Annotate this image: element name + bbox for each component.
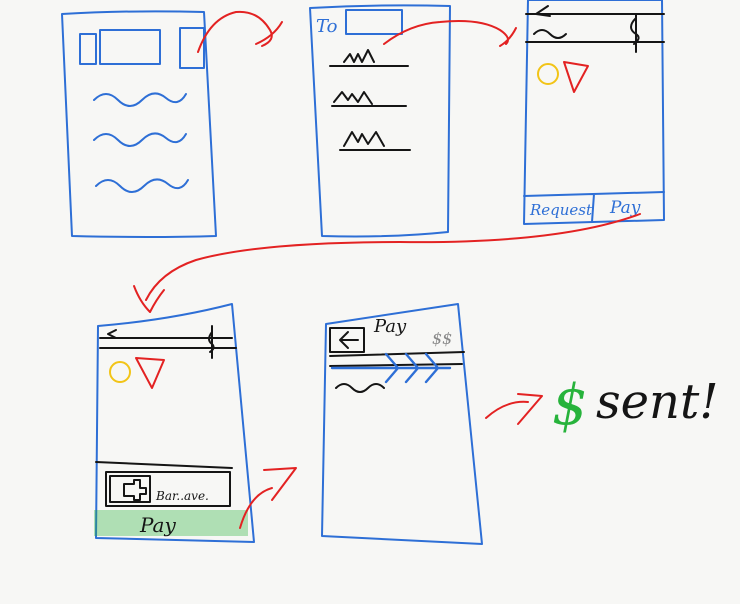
contact-row[interactable]	[329, 49, 409, 67]
recipient-name	[335, 383, 385, 393]
conversation-header	[525, 13, 665, 43]
conversation-header	[99, 337, 237, 349]
back-button[interactable]	[329, 327, 365, 353]
screen-pay-frame	[321, 303, 483, 545]
card-image	[109, 475, 151, 503]
pizza-icon	[563, 61, 589, 93]
amount-label: $$	[432, 329, 452, 348]
back-arrow-icon	[339, 331, 359, 349]
to-label: To	[316, 16, 338, 37]
home-left-button[interactable]	[79, 33, 97, 65]
screen-conversation-frame	[523, 0, 665, 225]
request-button[interactable]: Request	[529, 201, 593, 219]
card-label: Bar..ave.	[155, 489, 209, 503]
flow-arrow	[383, 20, 517, 47]
progress-arrows	[330, 352, 452, 384]
contact-row[interactable]	[339, 131, 411, 151]
pay-bar[interactable]	[94, 510, 248, 536]
avatar-icon	[537, 63, 559, 85]
recipient-search-input[interactable]	[345, 9, 403, 35]
screen-conversation-pay: Bar..ave. Pay	[94, 303, 255, 543]
payment-card[interactable]	[105, 471, 231, 507]
flow-arrow	[197, 10, 283, 53]
header-divider	[329, 351, 465, 367]
screen-conversation-pay-frame	[95, 303, 255, 543]
flow-arrow	[485, 393, 543, 425]
screen-conversation: Request Pay	[523, 0, 665, 225]
screen-pay: Pay $$	[321, 303, 483, 545]
screen-home	[61, 10, 217, 238]
action-bar	[523, 191, 665, 223]
pay-title: Pay	[373, 316, 407, 337]
screen-recipient: To	[309, 4, 451, 238]
result: $ sent!	[552, 373, 719, 438]
contact-row[interactable]	[331, 91, 407, 107]
pay-button[interactable]: Pay	[609, 198, 641, 218]
pay-bar-label: Pay	[139, 513, 176, 537]
plus-icon	[123, 479, 147, 501]
home-list-item[interactable]	[93, 132, 187, 147]
home-list-item[interactable]	[95, 178, 189, 193]
home-center-card[interactable]	[99, 29, 161, 65]
divider	[95, 461, 233, 469]
screen-recipient-frame	[309, 4, 451, 238]
dollar-icon[interactable]	[208, 325, 215, 359]
screen-home-frame	[61, 10, 217, 238]
back-arrow-icon[interactable]	[107, 329, 117, 339]
dollar-icon[interactable]	[630, 13, 640, 53]
sent-text: sent!	[596, 374, 719, 430]
home-right-button[interactable]	[179, 27, 205, 69]
pizza-icon	[135, 357, 165, 389]
avatar-icon	[109, 361, 131, 383]
home-list-item[interactable]	[93, 92, 187, 107]
back-arrow-icon[interactable]	[535, 5, 551, 17]
flow-arrow	[133, 213, 641, 313]
contact-name	[533, 29, 567, 39]
dollar-symbol: $	[552, 373, 588, 438]
flow-arrow	[239, 467, 297, 529]
